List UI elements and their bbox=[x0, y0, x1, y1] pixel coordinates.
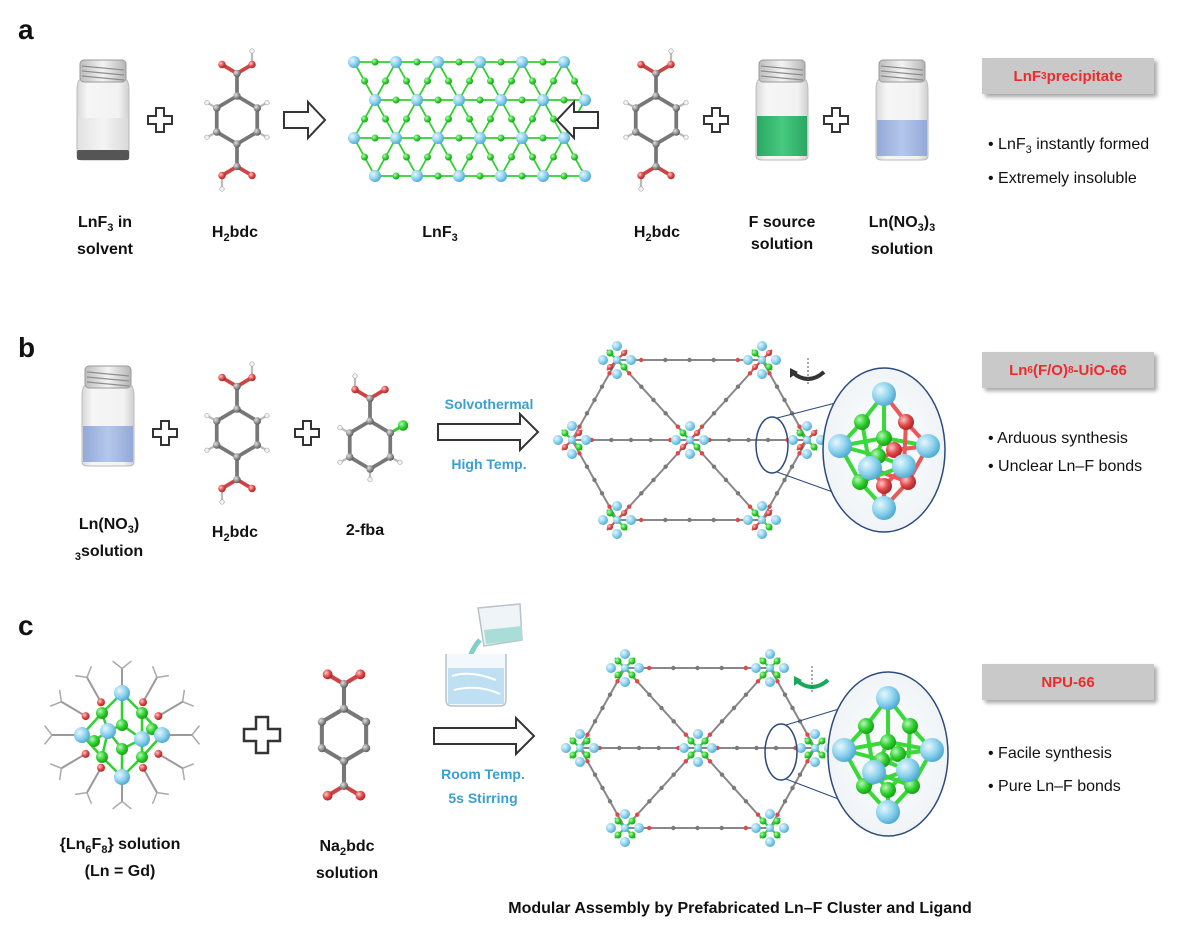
condition-room-temp: Room Temp. bbox=[441, 766, 525, 782]
reaction-arrow-b bbox=[437, 411, 540, 453]
mof-framework-c bbox=[560, 648, 835, 848]
rotate-icon-green bbox=[794, 666, 830, 694]
footer-caption: Modular Assembly by Prefabricated Ln–F C… bbox=[508, 900, 972, 917]
label-h2bdc: H2bdc bbox=[211, 224, 259, 245]
bullet-unclear-bonds: • Unclear Ln–F bonds bbox=[988, 458, 1143, 475]
plus-icon bbox=[147, 107, 173, 133]
label-ln6f8-solution: {Ln6F8} solution (Ln = Gd) bbox=[59, 836, 181, 881]
na2bdc-molecule bbox=[317, 669, 371, 801]
label-lnno3-b: Ln(NO3) 3solution bbox=[74, 516, 144, 564]
mof-node bbox=[787, 420, 827, 460]
zoom-ellipse-b bbox=[822, 367, 946, 533]
h2bdc-molecule-b bbox=[202, 359, 272, 507]
condition-stirring: 5s Stirring bbox=[448, 790, 518, 806]
cluster-zoom-c bbox=[832, 686, 944, 824]
zoom-source-ring-c bbox=[764, 723, 798, 781]
plus-icon bbox=[823, 107, 849, 133]
mof-node bbox=[560, 728, 600, 768]
2-fba-molecule bbox=[337, 373, 409, 483]
vial-f-source bbox=[755, 59, 809, 161]
plus-icon bbox=[294, 420, 320, 446]
vial-lnf3-in-solvent bbox=[76, 59, 130, 161]
condition-solvothermal: Solvothermal bbox=[444, 396, 534, 412]
zoom-source-ring-b bbox=[755, 416, 789, 474]
badge-npu-66: NPU-66 bbox=[982, 664, 1154, 700]
h2bdc-molecule-2 bbox=[621, 46, 691, 194]
mof-framework-b bbox=[552, 340, 827, 540]
plus-icon bbox=[242, 715, 282, 755]
label-lnf3-in-solvent: LnF3 in solvent bbox=[76, 214, 133, 259]
bullet-instantly-formed: • LnF3 instantly formed bbox=[988, 136, 1150, 157]
label-h2bdc-b: H2bdc bbox=[211, 524, 259, 545]
label-lnf3: LnF3 bbox=[422, 224, 458, 245]
reaction-arrow-c bbox=[433, 715, 536, 757]
panel-letter-a: a bbox=[18, 14, 34, 45]
mof-node bbox=[552, 420, 592, 460]
bullet-extremely-insoluble: • Extremely insoluble bbox=[988, 170, 1137, 187]
arrow-left-icon bbox=[555, 99, 599, 141]
plus-icon bbox=[703, 107, 729, 133]
h2bdc-molecule bbox=[202, 46, 272, 194]
pouring-beaker-icon bbox=[445, 603, 523, 707]
label-lnno3-a: Ln(NO3)3 solution bbox=[868, 214, 936, 259]
zoom-ellipse-c bbox=[827, 671, 949, 837]
ln6f8-cluster-molecule bbox=[43, 660, 201, 810]
plus-icon bbox=[152, 420, 178, 446]
bullet-pure-bonds: • Pure Ln–F bonds bbox=[988, 778, 1121, 795]
vial-lnno3-b bbox=[81, 365, 135, 467]
cluster-zoom-b bbox=[828, 382, 940, 520]
label-2-fba: 2-fba bbox=[345, 522, 385, 539]
label-na2bdc: Na2bdc solution bbox=[315, 838, 379, 883]
vial-lnno3-a bbox=[875, 59, 929, 161]
panel-letter-b: b bbox=[18, 332, 36, 363]
rotate-icon bbox=[790, 358, 826, 386]
label-h2bdc-2: H2bdc bbox=[633, 224, 681, 245]
arrow-right-icon bbox=[283, 99, 327, 141]
lnf3-lattice bbox=[348, 56, 591, 182]
bullet-arduous-synthesis: • Arduous synthesis bbox=[988, 430, 1128, 447]
bullet-facile-synthesis: • Facile synthesis bbox=[988, 745, 1112, 762]
condition-high-temp: High Temp. bbox=[451, 456, 527, 472]
panel-letter-c: c bbox=[18, 610, 34, 641]
